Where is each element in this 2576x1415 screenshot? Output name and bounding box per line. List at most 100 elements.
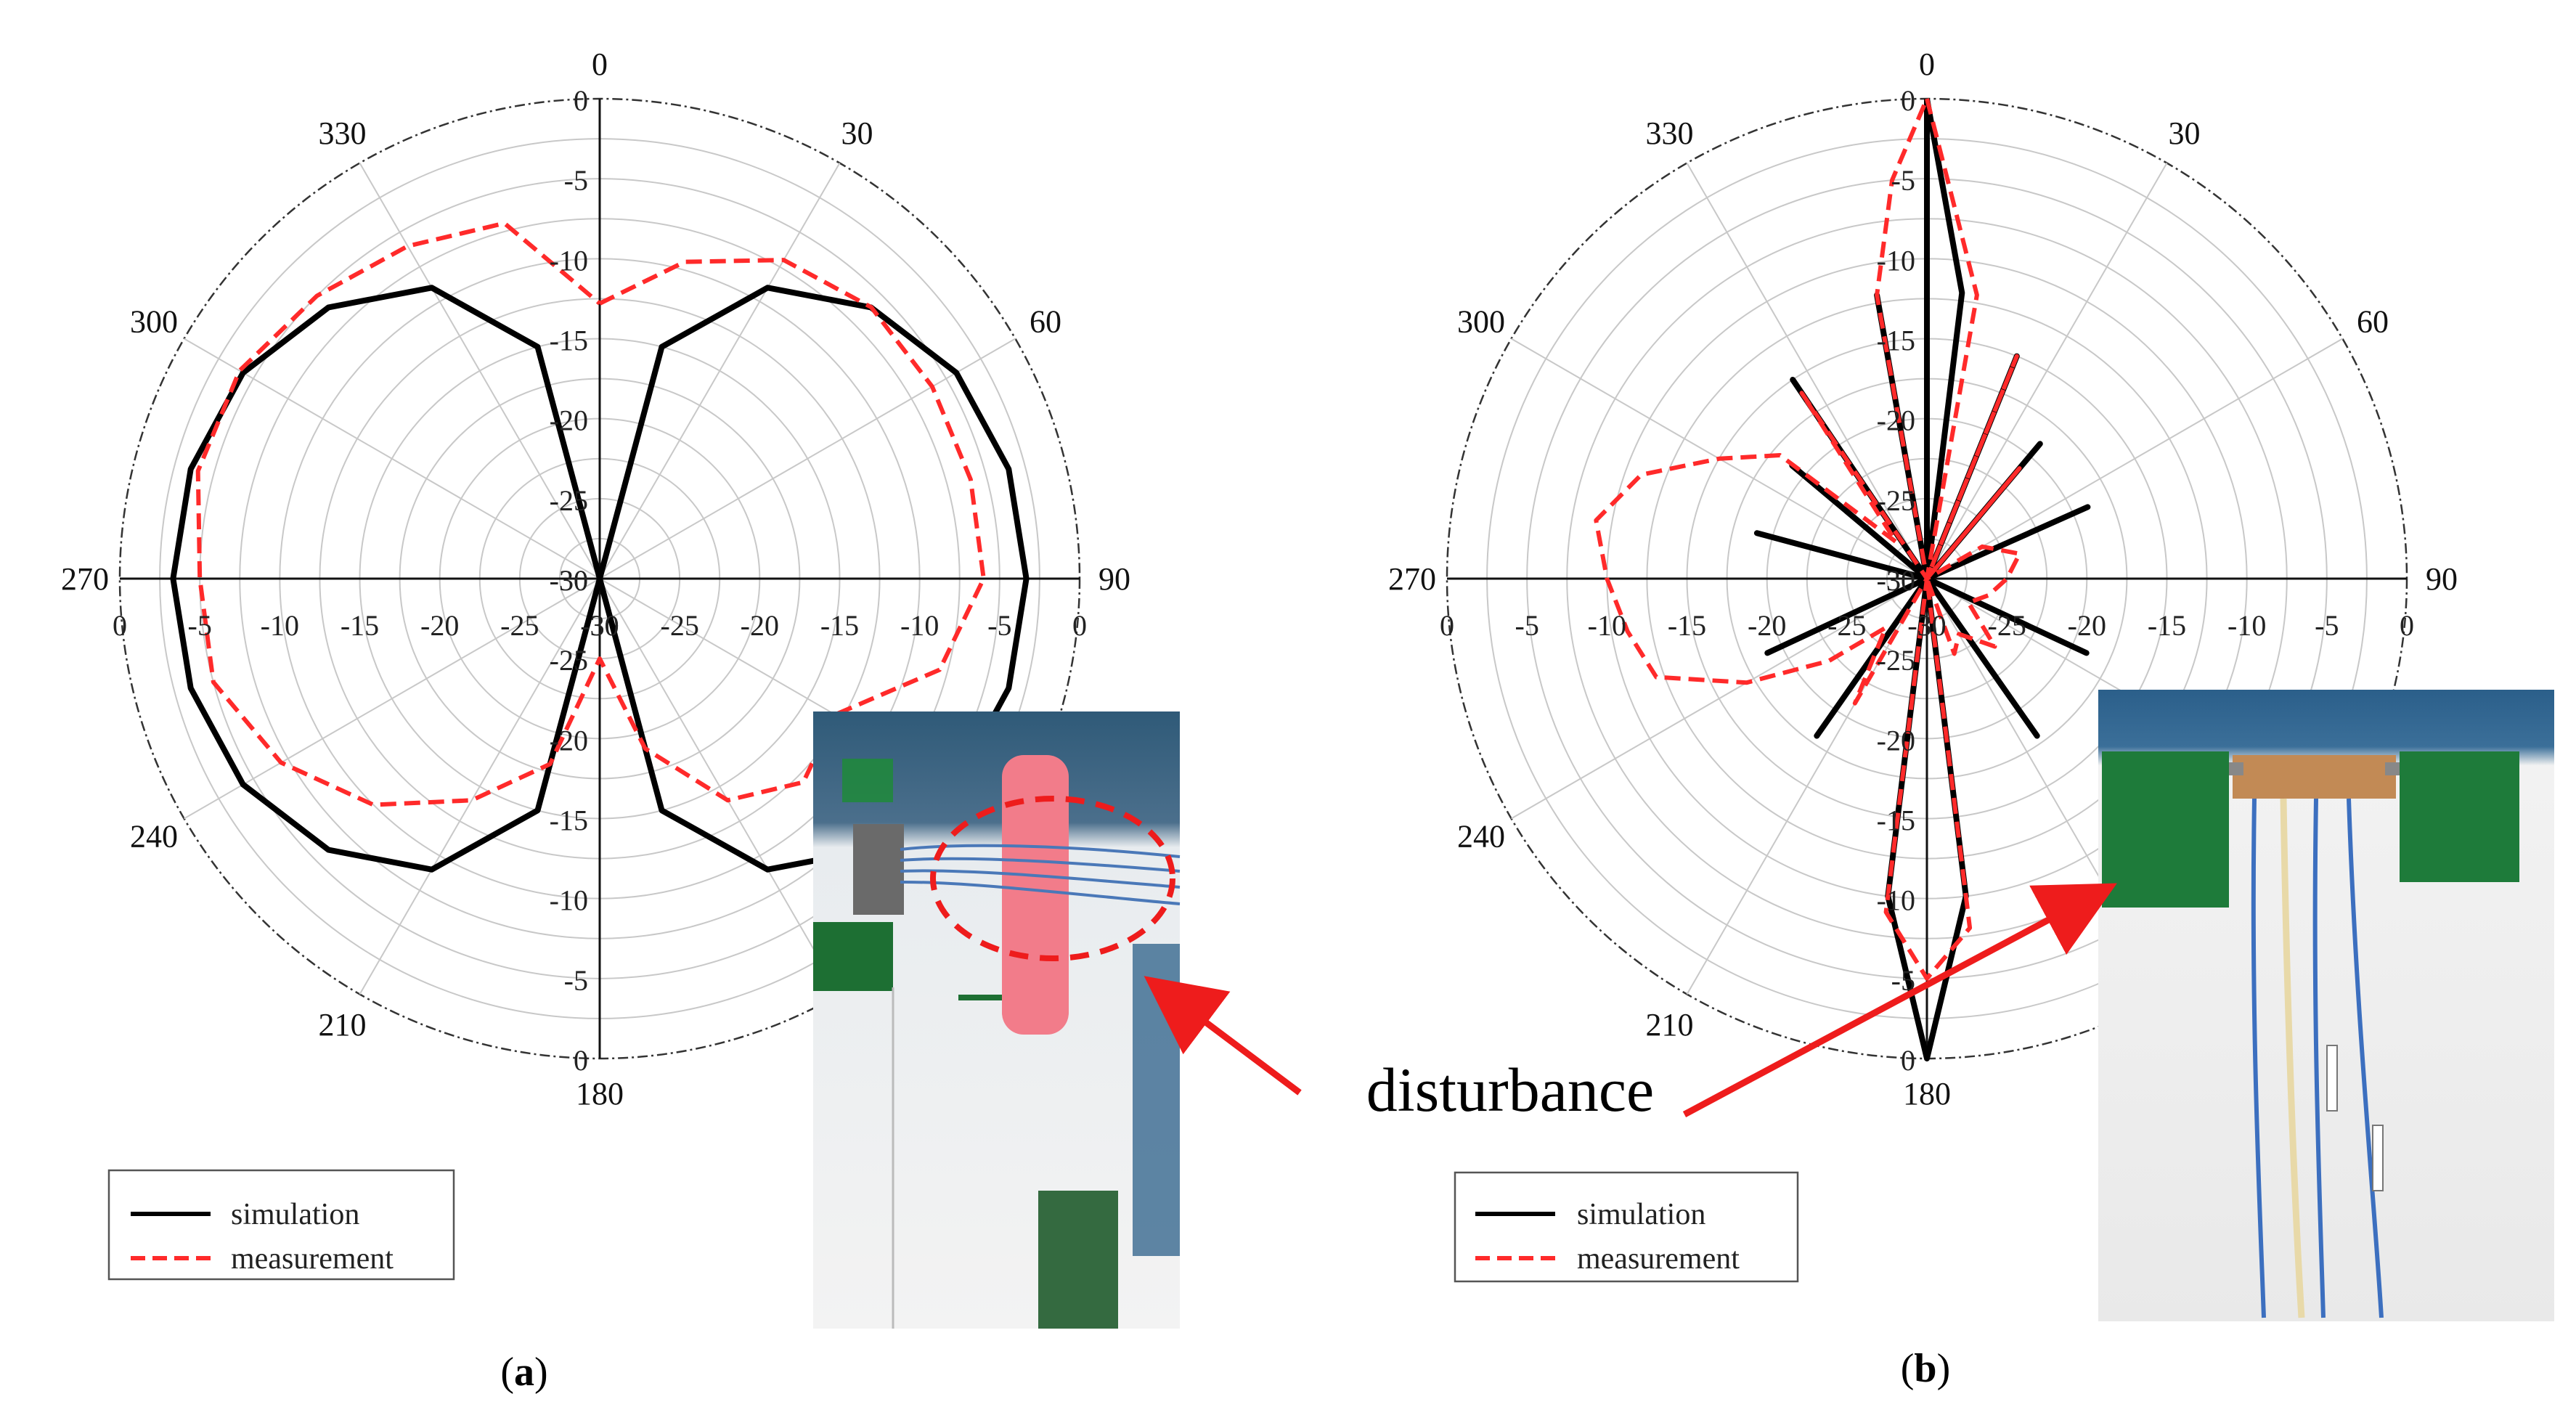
radial-tick-upper: -20 <box>550 404 588 437</box>
angle-label-0: 0 <box>1919 46 1935 82</box>
grid-spoke <box>599 338 1016 579</box>
radial-tick-left: -10 <box>261 609 299 642</box>
grid-spoke <box>1511 578 1928 820</box>
series-measurement <box>1594 97 2022 981</box>
antenna-photo-a <box>813 711 1181 1329</box>
angle-label-180: 180 <box>1903 1076 1951 1112</box>
grid-spoke <box>184 338 600 579</box>
angle-label-210: 210 <box>1646 1007 1694 1043</box>
radial-tick-left: -15 <box>341 609 379 642</box>
radial-tick-upper: -20 <box>1877 404 1915 437</box>
svg-text:(a): (a) <box>500 1350 547 1395</box>
angle-label-30: 30 <box>841 115 873 151</box>
caption-a: (a) <box>500 1350 547 1395</box>
radial-tick-upper: -25 <box>1877 484 1915 517</box>
radial-tick-right: -15 <box>2148 609 2186 642</box>
radial-tick-upper: -15 <box>550 325 588 357</box>
angle-label-300: 300 <box>1457 304 1505 340</box>
radial-tick-upper: -5 <box>564 164 588 197</box>
angle-label-180: 180 <box>576 1076 624 1112</box>
radial-tick-right: -10 <box>900 609 939 642</box>
radial-tick-right: -5 <box>2315 609 2339 642</box>
radial-tick-upper: -25 <box>550 484 588 517</box>
radial-tick-lower: -10 <box>1877 884 1915 917</box>
grid-spoke <box>359 163 600 579</box>
radial-tick-lower: -15 <box>550 804 588 837</box>
angle-label-30: 30 <box>2169 115 2201 151</box>
radial-tick-right: -30 <box>580 609 619 642</box>
radial-tick-left: 0 <box>1440 609 1454 642</box>
radial-tick-right: -10 <box>2227 609 2266 642</box>
radial-tick-upper: -15 <box>1877 325 1915 357</box>
angle-label-210: 210 <box>319 1007 367 1043</box>
radial-tick-left: -30 <box>580 609 619 642</box>
grid-spoke <box>599 578 841 995</box>
radial-tick-lower: -20 <box>1877 724 1915 757</box>
radial-tick-right: -30 <box>1907 609 1946 642</box>
radial-tick-lower: -30 <box>550 564 588 597</box>
radial-tick-lower: 0 <box>1901 1044 1915 1077</box>
curves-b <box>1594 97 2091 1061</box>
curves-a <box>170 221 1030 873</box>
radial-tick-right: -25 <box>1988 609 2026 642</box>
radial-tick-upper: -30 <box>1877 564 1915 597</box>
radial-tick-left: -15 <box>1668 609 1706 642</box>
series-simulation <box>170 285 1030 873</box>
grid-spoke <box>1926 338 2343 579</box>
angle-label-240: 240 <box>1457 819 1505 855</box>
radial-tick-lower: -15 <box>1877 804 1915 837</box>
arrow-to-photo-b <box>1682 883 2117 1117</box>
radial-tick-lower: -25 <box>1877 644 1915 677</box>
polar-grid-a <box>118 97 1081 1060</box>
legend-a-simulation-label: simulation <box>231 1198 359 1231</box>
angle-label-60: 60 <box>1030 304 1061 340</box>
angle-label-330: 330 <box>1646 115 1694 151</box>
legend-a: simulation measurement <box>107 1169 455 1281</box>
arrow-to-photo-a <box>1144 976 1302 1096</box>
radial-tick-left: -25 <box>1827 609 1866 642</box>
polar-grid-b <box>1446 97 2408 1060</box>
angle-label-330: 330 <box>319 115 367 151</box>
radial-tick-right: -15 <box>820 609 859 642</box>
legend-b-measurement-label: measurement <box>1577 1242 1740 1276</box>
radial-tick-right: -25 <box>661 609 699 642</box>
grid-spoke <box>359 578 600 995</box>
radial-tick-left: -25 <box>500 609 539 642</box>
radial-tick-right: 0 <box>2400 609 2414 642</box>
angle-label-90: 90 <box>2426 561 2458 597</box>
series-measurement <box>195 221 986 807</box>
radial-tick-right: -5 <box>987 609 1011 642</box>
angle-label-0: 0 <box>592 46 608 82</box>
radial-tick-left: -30 <box>1907 609 1946 642</box>
grid-spoke <box>1686 578 1928 995</box>
angle-label-300: 300 <box>130 304 178 340</box>
angle-label-240: 240 <box>130 819 178 855</box>
radial-tick-left: -20 <box>1748 609 1786 642</box>
radial-tick-lower: -10 <box>550 884 588 917</box>
radial-tick-left: -10 <box>1588 609 1626 642</box>
series-simulation <box>1753 98 2091 1061</box>
radial-tick-lower: -25 <box>550 644 588 677</box>
radial-tick-left: -5 <box>1515 609 1539 642</box>
grid-spoke <box>599 163 841 579</box>
radial-tick-right: -20 <box>2068 609 2106 642</box>
disturbance-highlight <box>930 796 1175 961</box>
caption-b: (b) <box>1901 1346 1950 1391</box>
caption-b-letter: b <box>1914 1346 1936 1391</box>
angle-label-270: 270 <box>1388 561 1436 597</box>
legend-b-simulation-label: simulation <box>1577 1198 1705 1231</box>
radial-tick-right: 0 <box>1072 609 1087 642</box>
legend-b: simulation measurement <box>1454 1171 1799 1283</box>
radial-tick-left: 0 <box>113 609 127 642</box>
disturbance-label: disturbance <box>1366 1055 1654 1125</box>
radial-tick-upper: -10 <box>1877 244 1915 277</box>
radial-tick-upper: -5 <box>1891 164 1915 197</box>
radial-tick-lower: -20 <box>550 724 588 757</box>
radial-tick-right: -20 <box>741 609 779 642</box>
radial-tick-left: -20 <box>420 609 459 642</box>
svg-text:(b): (b) <box>1901 1346 1950 1391</box>
